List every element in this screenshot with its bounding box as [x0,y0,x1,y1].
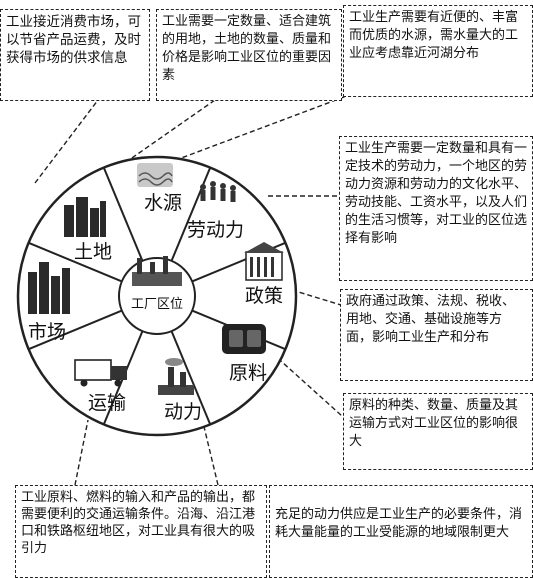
leader-line-policy [291,289,342,306]
note-policy: 政府通过政策、法规、税收、用地、交通、基础设施等方面，影响工业生产和分布 [340,289,533,381]
factory-icon [132,256,182,286]
market-icon [28,262,70,314]
segment-label-labor: 劳动力 [187,219,244,241]
water-icon [137,163,173,187]
center-label: 工厂区位 [131,297,183,312]
power-icon [158,358,194,395]
note-power: 充足的动力供应是工业生产的必要条件，消耗大量能量的工业受能源的地域限制更大 [269,485,533,578]
note-material: 原料的种类、数量、质量及其运输方式对工业区位的影响很大 [343,393,533,470]
transport-icon [74,359,127,387]
land-icon [64,197,106,237]
ring-divider [28,309,123,351]
ring-divider [28,241,123,283]
note-water: 工业生产需要有近便的、丰富而优质的水源，需水量大的工业应考虑靠近河湖分布 [343,5,533,97]
labor-icon [200,181,236,202]
ring-divider [170,167,212,262]
segment-label-material: 原料 [229,362,267,384]
segment-label-policy: 政策 [245,285,283,307]
segment-label-transport: 运输 [88,392,126,414]
segment-label-power: 动力 [164,401,202,423]
note-transport: 工业原料、燃料的输入和产品的输出，都需要便利的交通运输条件。沿海、沿江港口和铁路… [15,485,267,578]
segment-label-market: 市场 [28,321,66,343]
note-labor: 工业生产需要一定数量和具有一定技术的劳动力，一个地区的劳动力资源和劳动力的文化水… [339,136,533,281]
leader-line-market [34,99,99,184]
leader-line-transport [74,419,89,486]
leader-line-material [271,352,353,426]
leader-line-water [159,93,353,167]
policy-icon [244,242,284,281]
material-icon [222,324,266,354]
ring-divider [102,167,144,262]
segment-label-water: 水源 [144,192,182,214]
note-land: 工业需要一定数量、适合建筑的用地，土地的数量、质量和价格是影响工业区位的重要因素 [156,9,342,101]
inner-circle [118,257,196,335]
segment-label-land: 土地 [74,241,112,263]
note-market: 工业接近消费市场，可以节省产品运费，及时获得市场的供求信息 [0,9,150,101]
ring-divider [170,330,212,425]
